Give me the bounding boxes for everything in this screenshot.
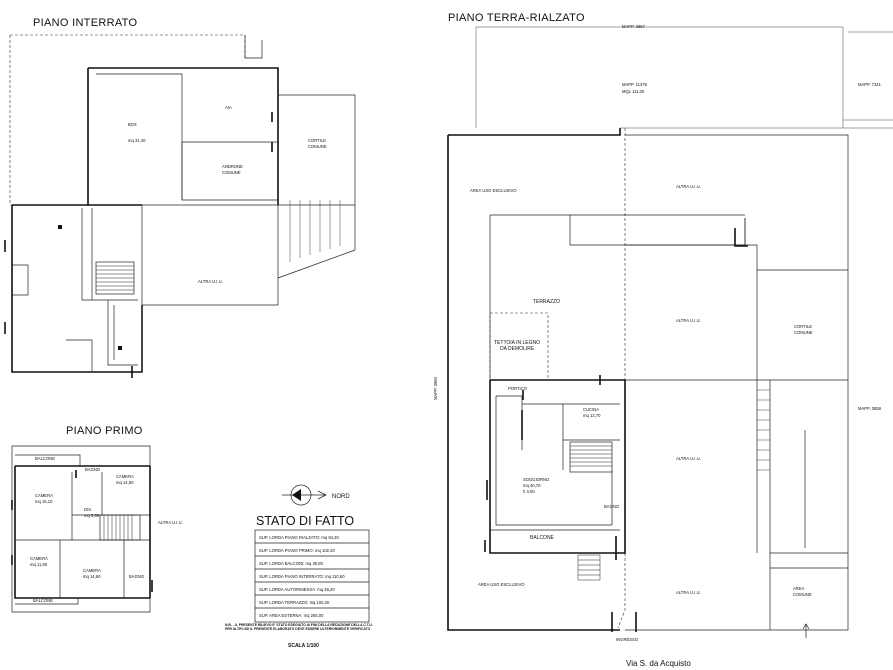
label-mapp-right-mid: MAPP. 3858: [858, 406, 882, 411]
label-mapp-left: MAPP. 3980: [433, 376, 438, 400]
north-arrow: [282, 484, 327, 506]
label-altra-primo: ALTRA U.I.U.: [158, 520, 183, 525]
label-camera-3: CAMERA: [30, 556, 48, 561]
label-camera-2-area: mq 14,50: [116, 480, 134, 485]
label-altra-interrato: ALTRA U.I.U.: [198, 279, 223, 284]
legend-note: N.B. - IL PRESENTE RILIEVO E' STATO ESEG…: [225, 623, 373, 632]
title-terra: PIANO TERRA-RIALZATO: [448, 12, 585, 24]
label-cortile-terra: CORTILE: [794, 324, 812, 329]
label-north: NORD: [332, 494, 350, 500]
label-bagno-primo-2: BAGNO: [129, 574, 145, 579]
label-portico: PORTICO: [508, 386, 528, 391]
legend-row: SUP. AREA ESTERNA: mq 205,00: [259, 613, 324, 618]
label-tettoia: TETTOIA IN LEGNO: [494, 340, 540, 346]
legend: NORD STATO DI FATTO SUP. LORDA PIANO RIA…: [225, 484, 373, 649]
legend-row: SUP. LORDA PIANO RIALZATO: mq 94,20: [259, 535, 339, 540]
label-dis: DIS.: [84, 507, 92, 512]
label-balcone-primo-top: BALCONE: [35, 456, 55, 461]
label-camera-3-area: mq 11,90: [30, 562, 48, 567]
label-altra-3: ALTRA U.I.U.: [676, 456, 701, 461]
label-aia: AIA: [225, 105, 232, 110]
label-cortile-interrato: CORTILE: [308, 138, 326, 143]
legend-table: SUP. LORDA PIANO RIALZATO: mq 94,20 SUP.…: [254, 529, 370, 623]
label-area-comune-2: COMUNE: [793, 592, 812, 597]
label-area-bottom: AREA USO ESCLUSIVO: [478, 582, 525, 587]
label-androne: ANDRONE: [222, 164, 243, 169]
label-mapp-right: MAPP. 7341: [858, 82, 882, 87]
legend-row: SUP. LORDA PIANO INTERRATO: mq 110,60: [259, 574, 345, 579]
label-camera-2: CAMERA: [116, 474, 134, 479]
stairs-primo: [99, 514, 141, 541]
legend-row: SUP. LORDA PIANO PRIMO: mq 102,20: [259, 548, 335, 553]
label-tettoia-2: DA DEMOLIRE: [500, 346, 535, 352]
label-area-comune: AREA: [793, 586, 805, 591]
label-ingresso: INGRESSO: [616, 637, 639, 642]
label-area-top: AREA USO ESCLUSIVO: [470, 188, 517, 193]
label-bagno-terra: BAGNO: [604, 504, 620, 509]
label-mapp-top: MAPP. 3857: [622, 24, 646, 29]
stairs-entrance: [577, 554, 601, 581]
label-cucina: CUCINA: [583, 407, 599, 412]
legend-title: STATO DI FATTO: [256, 514, 354, 528]
label-androne-2: COMUNE: [222, 170, 241, 175]
piano-interrato: PIANO INTERRATO BOX: [4, 17, 356, 378]
label-camera-1-area: mq 15,10: [35, 499, 53, 504]
legend-scale: SCALA 1/100: [288, 643, 319, 649]
label-cucina-2: mq 13,70: [583, 413, 601, 418]
label-box: BOX: [128, 122, 137, 127]
title-primo: PIANO PRIMO: [66, 425, 143, 437]
label-camera-4: CAMERA: [83, 568, 101, 573]
label-box-area: mq 31,40: [128, 138, 146, 143]
label-street: Via S. da Acquisto: [626, 659, 691, 668]
label-altra-2: ALTRA U.I.U.: [676, 318, 701, 323]
label-camera-4-area: mq 14,60: [83, 574, 101, 579]
stairs-interrato: [95, 261, 135, 295]
legend-row: SUP. LORDA BALCONI: mq 30,80: [259, 561, 324, 566]
label-bagno-primo-1: BAGNO: [85, 467, 101, 472]
label-cortile-interrato-2: COMUNE: [308, 144, 327, 149]
legend-row: SUP. LORDA TERRAZZO: mq 105,20: [259, 600, 330, 605]
title-interrato: PIANO INTERRATO: [33, 17, 137, 29]
label-mapp-center: MAPP. 11376: [622, 82, 648, 87]
label-soggiorno: SOGGIORNO: [523, 477, 550, 482]
label-balcone-primo-bottom: BALCONE: [33, 598, 53, 603]
label-soggiorno-2: mq 40,70: [523, 483, 541, 488]
label-altra-4: ALTRA U.I.U.: [676, 590, 701, 595]
label-dis-area: mq 5,50: [84, 513, 100, 518]
legend-note-wrap: N.B. - IL PRESENTE RILIEVO E' STATO ESEG…: [225, 623, 373, 632]
legend-row: SUP. LORDA AUTORIMESSA: mq 46,20: [259, 587, 335, 592]
label-mapp-center-2: MQL 111,00: [622, 89, 645, 94]
piano-primo: PIANO PRIMO BALCONE BALCONE CAMERA mq 15…: [11, 425, 183, 613]
label-soggiorno-3: h 3,00: [523, 489, 535, 494]
stairs-terra: [569, 441, 613, 473]
label-balcone-terra: BALCONE: [530, 535, 555, 541]
label-altra-1: ALTRA U.I.U.: [676, 184, 701, 189]
piano-terra: PIANO TERRA-RIALZATO MAPP. 3857 MAPP. 11…: [433, 12, 893, 668]
label-camera-1: CAMERA: [35, 493, 53, 498]
label-terrazzo: TERRAZZO: [533, 299, 560, 305]
label-cortile-terra-2: COMUNE: [794, 330, 813, 335]
